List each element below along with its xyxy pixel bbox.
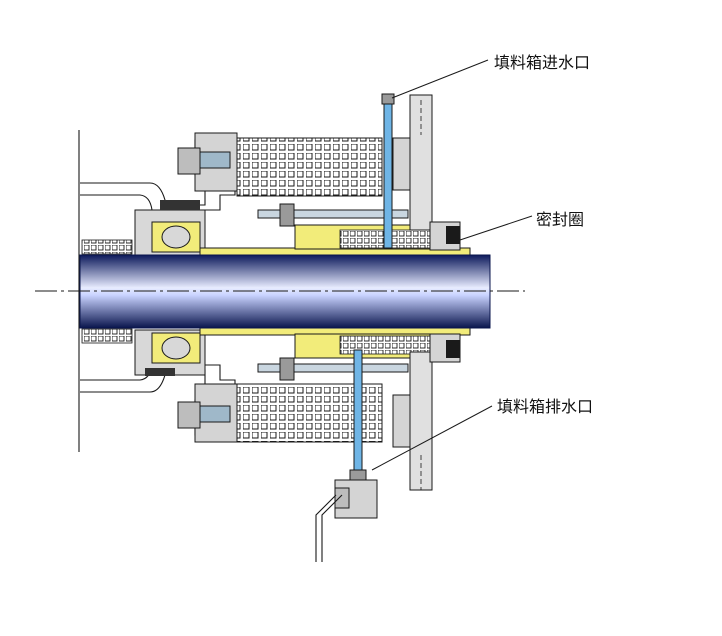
upper-bolt-head [177, 147, 201, 175]
lower-tie-rod [257, 363, 409, 373]
seal-leader [459, 215, 533, 241]
outlet-valve-handle [315, 494, 337, 562]
lower-tie-rod-nut [279, 357, 295, 381]
inlet-pipe-cap [381, 93, 395, 105]
lower-outer-flange [409, 351, 433, 491]
inlet-leader [391, 59, 489, 99]
upper-bearing-roller [161, 225, 191, 249]
upper-bearing-nut [160, 200, 200, 210]
upper-tie-rod-nut [279, 203, 295, 227]
lower-bearing-nut [145, 368, 175, 376]
outlet-leader [371, 405, 493, 471]
outlet-valve-handle-base [334, 487, 350, 509]
upper-outer-flange [409, 94, 433, 231]
shaft [79, 254, 491, 329]
inlet-label: 填料箱进水口 [494, 53, 590, 72]
outlet-pipe-nut [349, 469, 367, 481]
upper-packing-grid [236, 137, 383, 197]
lower-bolt-shank [199, 405, 231, 423]
inlet-pipe [383, 95, 393, 249]
lower-seal-ring [446, 340, 460, 358]
upper-housing-inner [80, 194, 153, 211]
left-upper-small-grid [81, 239, 133, 255]
upper-seal-ring [446, 226, 460, 244]
outlet-label: 填料箱排水口 [497, 397, 593, 416]
outlet-pipe [353, 349, 363, 473]
seal-label: 密封圈 [536, 210, 584, 229]
left-lower-small-grid [81, 328, 133, 344]
upper-tie-rod [257, 209, 409, 219]
lower-bolt-head [177, 401, 201, 429]
outlet-valve-handle-2 [321, 494, 343, 562]
lower-bearing-roller [161, 336, 191, 360]
upper-bolt-shank [199, 151, 231, 169]
